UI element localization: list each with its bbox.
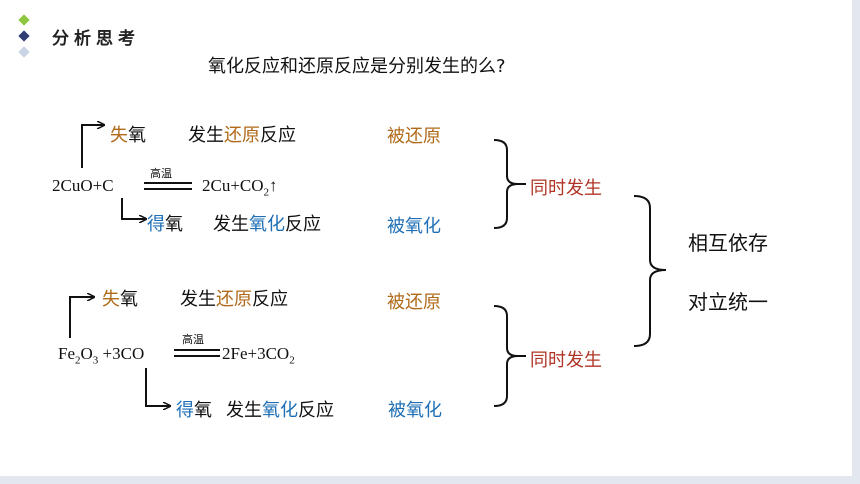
r2-gain-oxygen-label: 得氧 (176, 400, 212, 421)
section-title: 分析思考 (52, 29, 140, 49)
r2-reduced-label: 被还原 (387, 292, 441, 313)
question-text: 氧化反应和还原反应是分别发生的么? (208, 56, 506, 77)
r1-gain-oxygen-arrow (121, 198, 146, 219)
r2-reduction-reaction-label: 发生还原反应 (180, 289, 288, 310)
r1-equals-bar-bottom (144, 188, 192, 190)
r1-gain-oxygen-label: 得氧 (147, 214, 183, 235)
right-frame-strip (852, 0, 860, 484)
r2-equals-bar-top (174, 349, 220, 351)
conclusion-bracket (633, 195, 667, 347)
r2-gain-oxygen-arrow (145, 368, 170, 406)
r2-oxidized-label: 被氧化 (388, 400, 442, 421)
r2-equation-right: 2Fe+3CO2 (222, 344, 295, 367)
bottom-frame-strip (0, 476, 860, 484)
r2-bracket (493, 305, 519, 407)
r2-equation-left: Fe2O3 +3CO (58, 344, 145, 367)
r1-equation-right: 2Cu+CO2↑ (202, 176, 278, 199)
conclusion-line-2: 对立统一 (688, 290, 768, 314)
conclusion-line-1: 相互依存 (688, 231, 768, 255)
r2-lose-oxygen-label: 失氧 (102, 289, 138, 310)
r1-same-time-label: 同时发生 (530, 178, 602, 199)
r1-equals-bar-top (144, 182, 192, 184)
r1-reduced-label: 被还原 (387, 126, 441, 147)
r1-lose-oxygen-label: 失氧 (110, 125, 146, 146)
r1-oxidation-reaction-label: 发生氧化反应 (213, 214, 321, 235)
r1-equation-left: 2CuO+C (52, 176, 114, 195)
r2-condition-label: 高温 (182, 333, 204, 346)
r2-equals-bar-bottom (174, 355, 220, 357)
r2-lose-oxygen-arrow (69, 297, 94, 338)
r1-oxidized-label: 被氧化 (387, 216, 441, 237)
r2-oxidation-reaction-label: 发生氧化反应 (226, 400, 334, 421)
r1-bracket (493, 139, 519, 229)
r1-reduction-reaction-label: 发生还原反应 (188, 125, 296, 146)
r2-same-time-label: 同时发生 (530, 350, 602, 371)
r1-lose-oxygen-arrow (81, 125, 104, 168)
r1-condition-label: 高温 (150, 167, 172, 180)
